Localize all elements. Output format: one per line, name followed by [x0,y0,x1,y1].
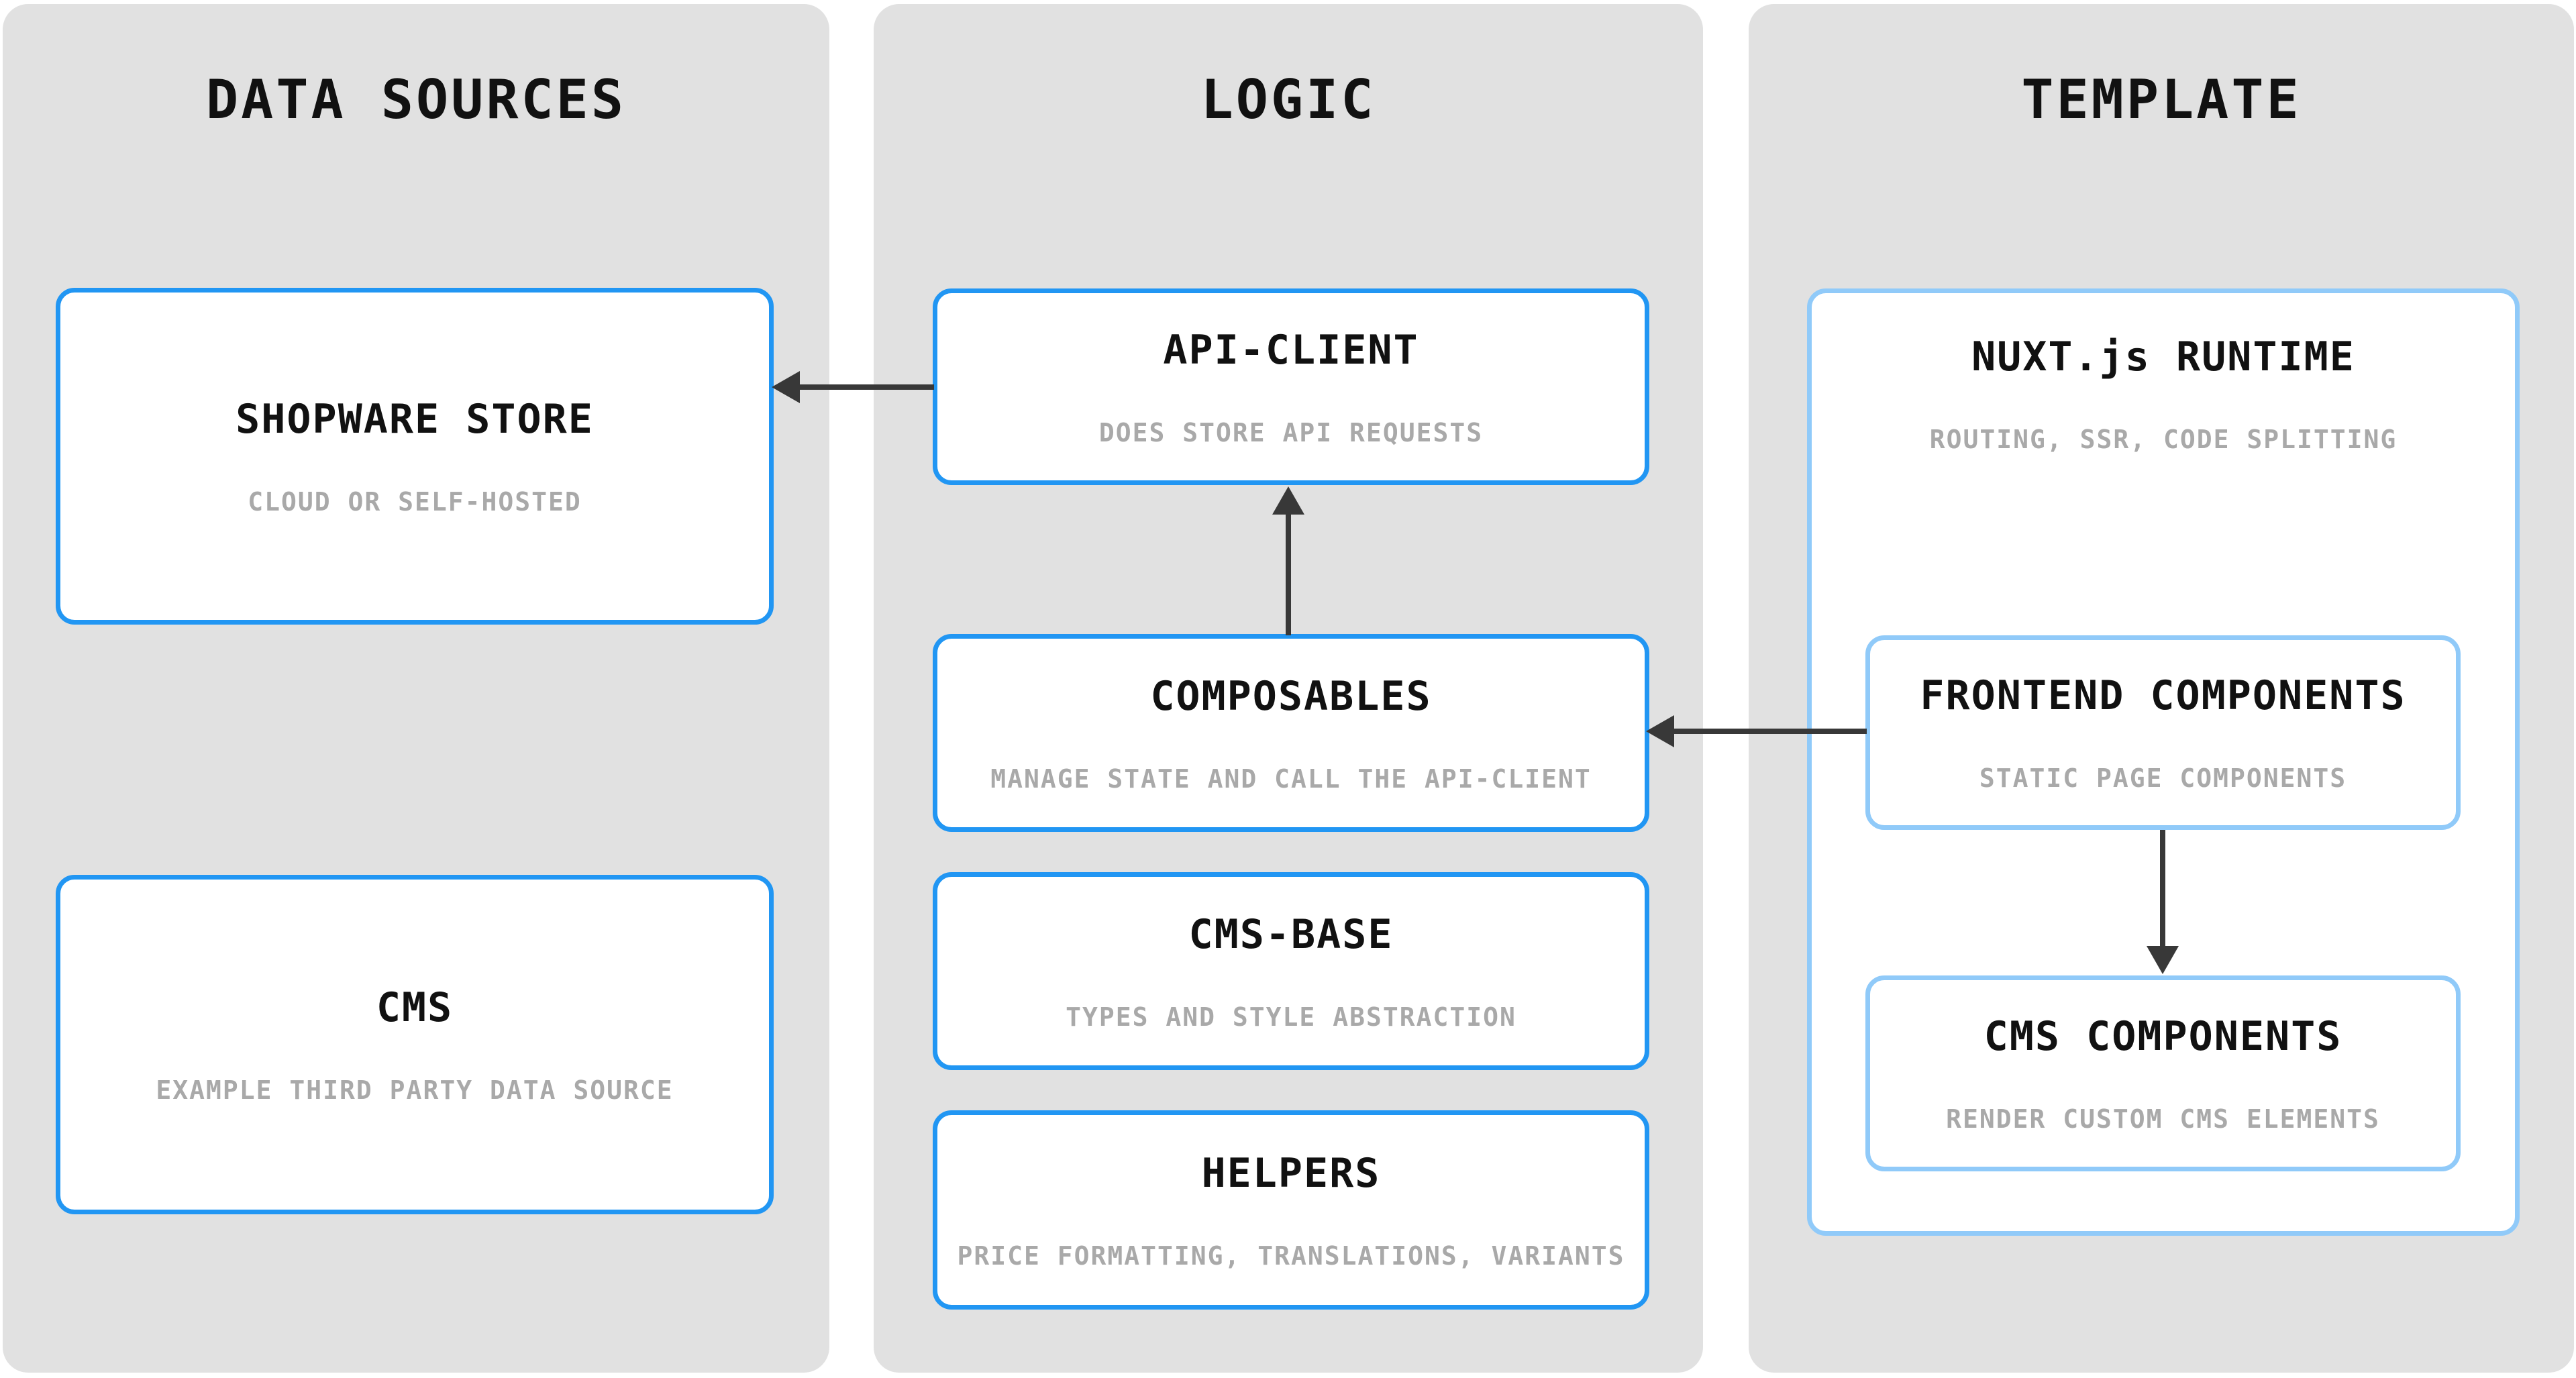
node-title: API-CLIENT [1163,326,1419,374]
arrow-api-client-to-shopware-shaft [797,384,934,390]
node-title: CMS [376,984,454,1031]
node-title: HELPERS [1201,1149,1381,1197]
node-api-client: API-CLIENT DOES STORE API REQUESTS [933,288,1649,485]
node-title: CMS-BASE [1188,910,1394,958]
node-title: SHOPWARE STORE [236,396,594,443]
column-title-data-sources: DATA SOURCES [206,68,626,131]
node-cms: CMS EXAMPLE THIRD PARTY DATA SOURCE [56,875,774,1214]
node-title: COMPOSABLES [1150,672,1432,720]
arrow-up-icon [1272,486,1304,515]
node-subtitle: STATIC PAGE COMPONENTS [1979,763,2347,793]
column-title-template: TEMPLATE [2021,68,2302,131]
node-cms-components: CMS COMPONENTS RENDER CUSTOM CMS ELEMENT… [1865,975,2461,1171]
arrow-composables-to-api-client-shaft [1286,513,1291,635]
arrow-left-icon [772,371,800,403]
node-subtitle: TYPES AND STYLE ABSTRACTION [1066,1002,1516,1032]
node-subtitle: ROUTING, SSR, CODE SPLITTING [1929,425,2398,454]
arrow-frontend-to-cms-components-shaft [2160,830,2165,949]
node-subtitle: EXAMPLE THIRD PARTY DATA SOURCE [156,1075,674,1105]
arrow-left-icon [1646,715,1674,747]
node-title: CMS COMPONENTS [1983,1013,2342,1060]
node-subtitle: MANAGE STATE AND CALL THE API-CLIENT [990,763,1592,794]
arrow-down-icon [2147,946,2179,974]
column-title-logic: LOGIC [1200,68,1376,131]
node-title: NUXT.js RUNTIME [1971,333,2355,380]
arrow-frontend-to-composables-shaft [1673,729,1867,734]
node-helpers: HELPERS PRICE FORMATTING, TRANSLATIONS, … [933,1110,1649,1310]
node-subtitle: RENDER CUSTOM CMS ELEMENTS [1946,1104,2380,1134]
node-frontend-components: FRONTEND COMPONENTS STATIC PAGE COMPONEN… [1865,635,2461,830]
node-subtitle: PRICE FORMATTING, TRANSLATIONS, VARIANTS [957,1240,1625,1271]
node-composables: COMPOSABLES MANAGE STATE AND CALL THE AP… [933,634,1649,832]
node-cms-base: CMS-BASE TYPES AND STYLE ABSTRACTION [933,872,1649,1070]
node-shopware-store: SHOPWARE STORE CLOUD OR SELF-HOSTED [56,288,774,625]
node-subtitle: CLOUD OR SELF-HOSTED [248,487,582,517]
node-subtitle: DOES STORE API REQUESTS [1098,417,1484,447]
node-title: FRONTEND COMPONENTS [1920,672,2406,719]
